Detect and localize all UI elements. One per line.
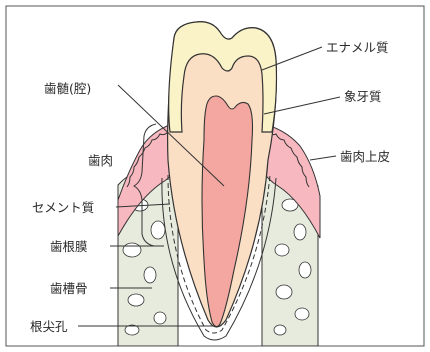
label-pulp: 歯髄(腔) (44, 81, 91, 96)
label-periodontal-ligament: 歯根膜 (50, 239, 88, 254)
label-alveolar-bone: 歯槽骨 (50, 281, 88, 296)
label-cementum: セメント質 (32, 200, 94, 215)
label-gingiva: 歯肉 (88, 153, 113, 168)
label-enamel: エナメル質 (326, 40, 389, 55)
label-dentin: 象牙質 (344, 89, 382, 104)
label-gingival-epithelium: 歯肉上皮 (340, 149, 390, 164)
label-apical-foramen: 根尖孔 (30, 319, 68, 334)
